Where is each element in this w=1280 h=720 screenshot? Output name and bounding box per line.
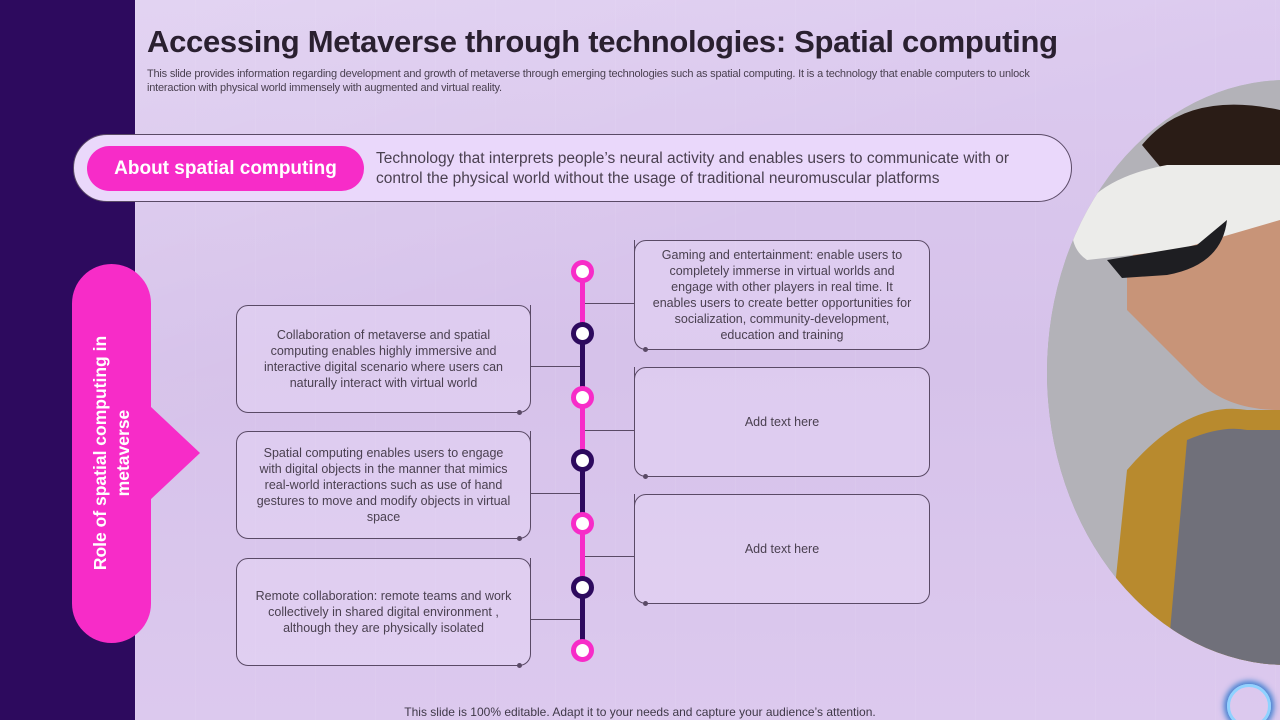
- slide-title: Accessing Metaverse through technologies…: [147, 24, 1058, 59]
- card-text: Add text here: [744, 542, 820, 556]
- role-card-right: Add text here: [634, 367, 930, 479]
- role-card-left: Remote collaboration: remote teams and w…: [236, 558, 531, 668]
- role-pointer-arrow: [150, 406, 200, 500]
- timeline-node: [571, 576, 594, 599]
- card-dot: [517, 663, 522, 668]
- slide-footer: This slide is 100% editable. Adapt it to…: [404, 705, 876, 719]
- timeline-node: [571, 322, 594, 345]
- about-label: About spatial computing: [114, 157, 337, 179]
- card-text: Collaboration of metaverse and spatial c…: [263, 328, 503, 390]
- role-card-left: Collaboration of metaverse and spatial c…: [236, 305, 531, 415]
- card-dot: [517, 536, 522, 541]
- card-text: Add text here: [744, 415, 820, 429]
- timeline-node: [571, 260, 594, 283]
- card-text: Remote collaboration: remote teams and w…: [255, 589, 512, 635]
- about-label-pill: About spatial computing: [87, 146, 364, 191]
- glowing-ring-icon: [1227, 684, 1271, 720]
- role-label: Role of spatial computing in metaverse: [90, 335, 133, 571]
- timeline-node: [571, 639, 594, 662]
- timeline-segment: [580, 334, 585, 397]
- slide-subtitle: This slide provides information regardin…: [147, 68, 1030, 94]
- card-dot: [517, 410, 522, 415]
- card-text: Spatial computing enables users to engag…: [256, 446, 511, 524]
- timeline-segment: [580, 587, 585, 650]
- timeline-node: [571, 386, 594, 409]
- timeline-node: [571, 449, 594, 472]
- timeline-node: [571, 512, 594, 535]
- timeline-segment: [580, 397, 585, 460]
- timeline-segment: [580, 272, 585, 334]
- role-label-pill: [72, 264, 151, 643]
- about-description: Technology that interprets people’s neur…: [376, 150, 1009, 187]
- timeline-segment: [580, 523, 585, 587]
- role-card-right: Gaming and entertainment: enable users t…: [634, 240, 930, 352]
- role-card-left: Spatial computing enables users to engag…: [236, 431, 531, 541]
- role-card-right: Add text here: [634, 494, 930, 606]
- card-dot: [643, 601, 648, 606]
- card-dot: [643, 347, 648, 352]
- card-text: Gaming and entertainment: enable users t…: [652, 248, 912, 342]
- timeline-segment: [580, 460, 585, 523]
- card-dot: [643, 474, 648, 479]
